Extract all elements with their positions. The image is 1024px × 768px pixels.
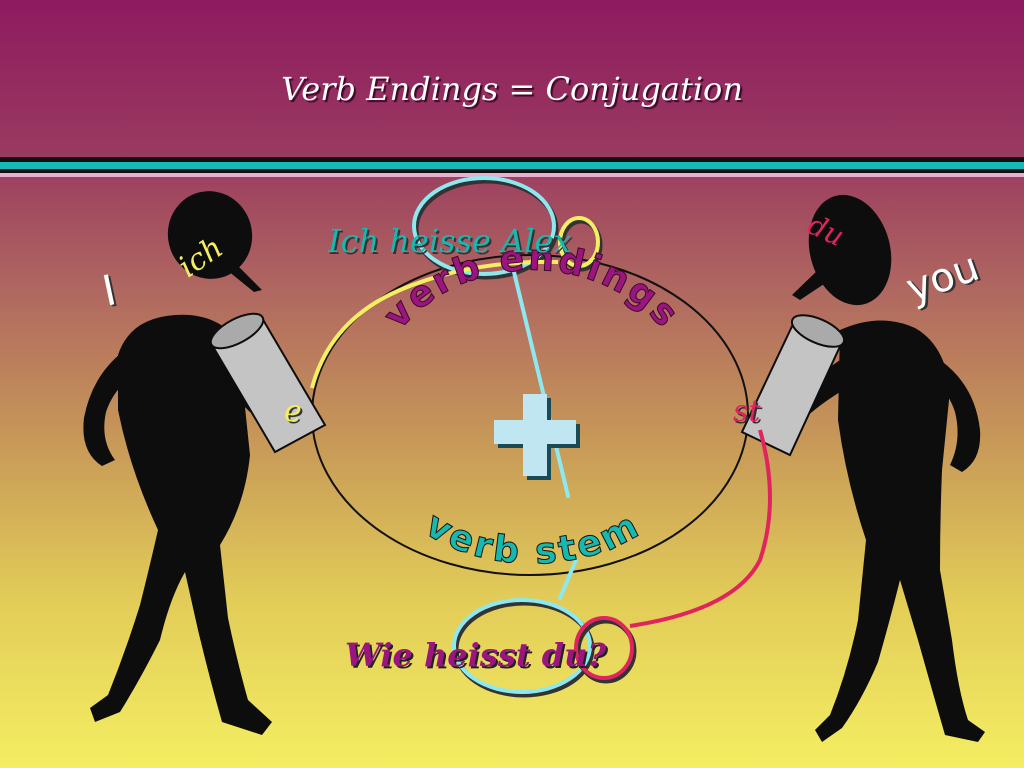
- divider-bar: [0, 157, 1024, 162]
- cup-icon: [209, 312, 327, 454]
- connector-line: [629, 429, 772, 628]
- divider-bar-accent: [0, 162, 1024, 169]
- highlight-circle: [412, 176, 556, 276]
- plus-icon: +: [494, 394, 580, 480]
- person-silhouette-icon: [775, 194, 985, 742]
- divider-bar: [0, 169, 1024, 173]
- highlight-circle: [558, 216, 600, 268]
- label-ending-st: st: [733, 394, 761, 429]
- highlight-circle: [574, 616, 634, 680]
- sentence-ich-heisse: Ich heisse Alex: [328, 222, 572, 260]
- divider-bar-highlight: [0, 173, 1024, 177]
- person-silhouette-icon: [83, 191, 288, 735]
- cup-icon: [740, 314, 846, 457]
- connector-line: [310, 259, 559, 389]
- connector-line: [512, 270, 570, 498]
- highlight-circle: [452, 598, 592, 694]
- label-ending-e: e: [284, 394, 302, 429]
- sentence-wie-heisst: Wie heisst du?: [345, 636, 607, 674]
- slide-title: Verb Endings = Conjugation: [281, 70, 743, 108]
